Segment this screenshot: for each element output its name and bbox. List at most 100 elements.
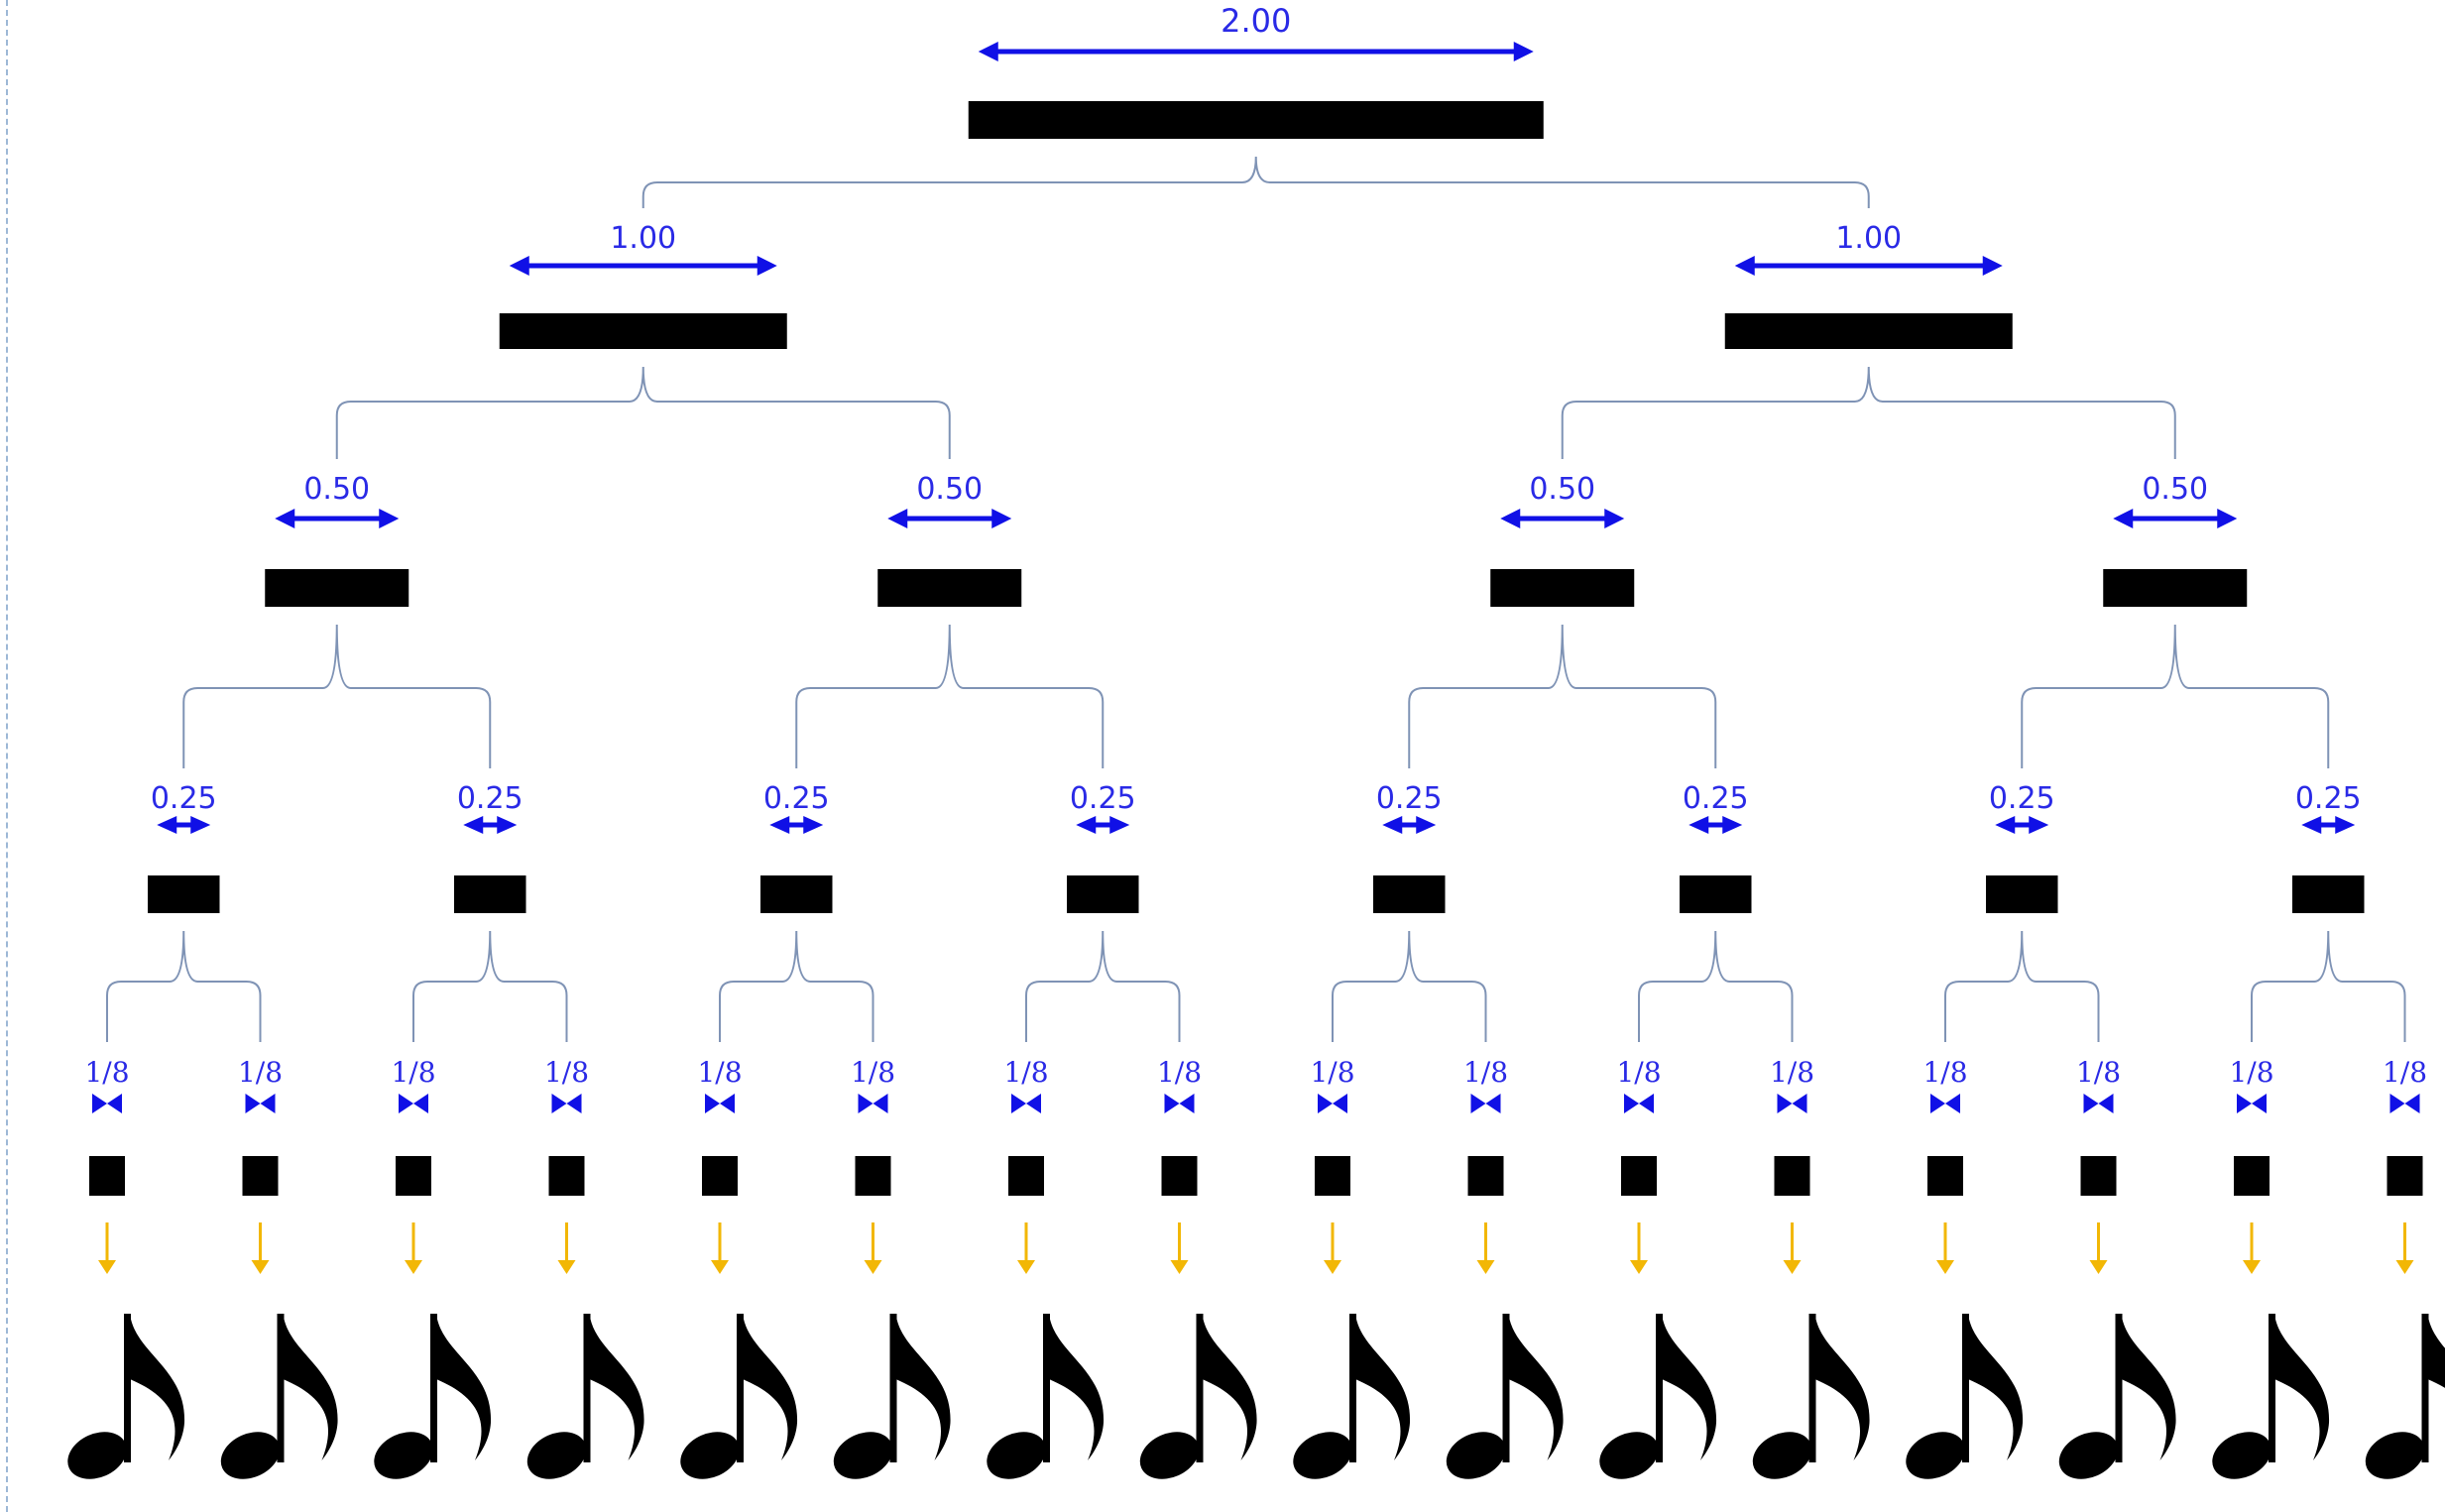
duration-bar <box>265 569 409 607</box>
double-arrow-icon <box>2083 1094 2114 1113</box>
tree-node: 0.25 <box>1638 781 1794 1042</box>
eighth-note-icon <box>1293 1314 1411 1479</box>
eighth-note-icon <box>1446 1314 1564 1479</box>
tree-node: 1/8 <box>1446 1056 1564 1479</box>
bracket-connector <box>641 156 1870 208</box>
tree-node: 1/8 <box>680 1056 798 1479</box>
duration-bar <box>1621 1156 1657 1196</box>
tree-node: 1/8 <box>1906 1056 2024 1479</box>
tree-node: 1/8 <box>1293 1056 1411 1479</box>
duration-bar <box>2234 1156 2270 1196</box>
duration-bar <box>454 875 526 913</box>
bracket-connector <box>1638 930 1794 1042</box>
duration-label: 0.25 <box>151 781 217 816</box>
bracket-connector <box>106 930 262 1042</box>
eighth-note-icon <box>833 1314 951 1479</box>
duration-bar <box>1467 1156 1504 1196</box>
double-arrow-icon <box>509 256 777 276</box>
duration-label: 1/8 <box>1463 1056 1508 1089</box>
bracket-connector <box>2251 930 2406 1042</box>
duration-bar <box>396 1156 431 1196</box>
tree-node: 1/8 <box>1139 1056 1257 1479</box>
tree-node: 1/8 <box>2058 1056 2176 1479</box>
tree-node: 0.50 <box>182 472 492 768</box>
double-arrow-icon <box>2113 509 2238 528</box>
duration-label: 1/8 <box>2076 1056 2121 1089</box>
double-arrow-icon <box>2237 1094 2267 1113</box>
duration-label: 1/8 <box>2229 1056 2273 1089</box>
double-arrow-icon <box>1777 1094 1807 1113</box>
duration-label: 1/8 <box>697 1056 742 1089</box>
duration-label: 2.00 <box>1221 2 1291 40</box>
duration-bar <box>1724 313 2013 349</box>
duration-bar <box>1774 1156 1810 1196</box>
double-arrow-icon <box>2389 1094 2420 1113</box>
tree-node: 1/8 <box>526 1056 644 1479</box>
duration-label: 1/8 <box>1770 1056 1814 1089</box>
down-arrow-icon <box>98 1222 116 1274</box>
double-arrow-icon <box>1930 1094 1960 1113</box>
duration-bar <box>148 875 220 913</box>
bracket-connector <box>1025 930 1181 1042</box>
down-arrow-icon <box>2089 1222 2108 1274</box>
bracket-connector <box>1332 930 1487 1042</box>
down-arrow-icon <box>1324 1222 1341 1274</box>
duration-bar <box>702 1156 738 1196</box>
double-arrow-icon <box>157 816 211 834</box>
duration-bar <box>499 313 787 349</box>
eighth-note-icon <box>1906 1314 2024 1479</box>
duration-bar <box>1067 875 1139 913</box>
duration-label: 1/8 <box>84 1056 129 1089</box>
down-arrow-icon <box>1017 1222 1035 1274</box>
duration-bar <box>548 1156 585 1196</box>
tree-node: 1/8 <box>374 1056 492 1479</box>
duration-label: 1/8 <box>1616 1056 1661 1089</box>
double-arrow-icon <box>245 1094 276 1113</box>
duration-label: 1/8 <box>238 1056 283 1089</box>
bracket-connector <box>719 930 874 1042</box>
tree-node: 1/8 <box>987 1056 1105 1479</box>
duration-label: 0.25 <box>1989 781 2055 816</box>
duration-label: 0.25 <box>1376 781 1443 816</box>
tree-node: 0.25 <box>1332 781 1487 1042</box>
duration-bar <box>877 569 1022 607</box>
duration-label: 0.25 <box>457 781 524 816</box>
eighth-note-icon <box>2365 1314 2445 1479</box>
double-arrow-icon <box>1995 816 2049 834</box>
tree-node: 1.00 <box>1561 221 2176 459</box>
tree-node: 1/8 <box>1752 1056 1870 1479</box>
tree-node: 0.50 <box>1408 472 1717 768</box>
duration-label: 0.25 <box>2295 781 2362 816</box>
duration-label: 0.50 <box>1529 472 1595 507</box>
tree-node: 1/8 <box>2212 1056 2330 1479</box>
tree-node: 0.25 <box>2251 781 2406 1042</box>
double-arrow-icon <box>858 1094 888 1113</box>
down-arrow-icon <box>711 1222 729 1274</box>
double-arrow-icon <box>2301 816 2356 834</box>
double-arrow-icon <box>1688 816 1743 834</box>
down-arrow-icon <box>1630 1222 1648 1274</box>
down-arrow-icon <box>864 1222 882 1274</box>
eighth-note-icon <box>220 1314 338 1479</box>
tree-node: 1/8 <box>833 1056 951 1479</box>
duration-bar <box>2292 875 2365 913</box>
duration-label: 1/8 <box>1003 1056 1048 1089</box>
bracket-connector <box>335 366 951 459</box>
duration-bar <box>2080 1156 2117 1196</box>
duration-bar <box>968 101 1544 139</box>
down-arrow-icon <box>1783 1222 1802 1274</box>
duration-label: 1/8 <box>391 1056 435 1089</box>
tree-node: 2.00 <box>641 2 1870 208</box>
duration-bar <box>1490 569 1635 607</box>
double-arrow-icon <box>1734 256 2003 276</box>
double-arrow-icon <box>1011 1094 1041 1113</box>
down-arrow-icon <box>1170 1222 1189 1274</box>
duration-bar <box>1986 875 2058 913</box>
double-arrow-icon <box>92 1094 122 1113</box>
tree-node: 0.50 <box>795 472 1105 768</box>
double-arrow-icon <box>1318 1094 1347 1113</box>
duration-bar <box>1315 1156 1350 1196</box>
duration-label: 0.50 <box>916 472 983 507</box>
duration-bar <box>1373 875 1446 913</box>
